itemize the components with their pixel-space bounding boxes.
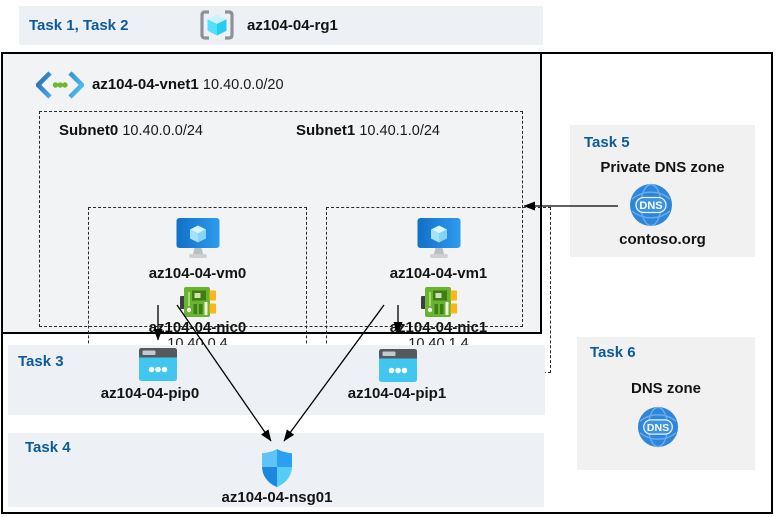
subnets-container: Subnet0 10.40.0.0/24 Subnet1 10.40.1.0/2… (39, 111, 551, 373)
task3-band: Task 3 (8, 345, 545, 415)
pip1-icon (379, 349, 417, 382)
subnet1-box: az104-04-vm1 az104-04-nic1 10.40.1.4 (326, 207, 551, 373)
pip1-name: az104-04-pip1 (347, 385, 447, 402)
task5-label: Task 5 (584, 134, 630, 151)
task-1-2-label: Task 1, Task 2 (29, 17, 129, 34)
vnet-title: az104-04-vnet1 10.40.0.0/20 (92, 76, 284, 93)
nsg-icon (262, 449, 292, 487)
private-dns-zone-icon: DNS (630, 183, 672, 227)
pip0-icon (139, 348, 177, 381)
task5-panel: Task 5 Private DNS zone DNS contoso.org (570, 125, 755, 257)
task3-label: Task 3 (18, 353, 64, 370)
nsg-name: az104-04-nsg01 (221, 489, 333, 506)
nic0-icon (179, 287, 216, 317)
vm0-name: az104-04-vm0 (148, 265, 247, 282)
subnet1-name: Subnet1 (296, 122, 356, 139)
vm0-icon (176, 218, 219, 258)
task6-panel: Task 6 DNS zone DNS (577, 337, 755, 470)
vnet-cidr: 10.40.0.0/20 (202, 77, 284, 93)
task6-label: Task 6 (590, 344, 636, 361)
subnet0-title: Subnet0 10.40.0.0/24 (59, 122, 203, 139)
vnet-icon (36, 71, 84, 99)
vnet-box: az104-04-vnet1 10.40.0.0/20 Subnet0 10.4… (1, 52, 551, 373)
dns-zone-icon-text: DNS (647, 422, 669, 434)
private-dns-zone-title: Private DNS zone (600, 159, 725, 176)
nic1-name: az104-04-nic1 (389, 319, 488, 336)
private-dns-icon-text: DNS (639, 200, 662, 212)
private-dns-zone-name: contoso.org (619, 231, 706, 248)
vm1-name: az104-04-vm1 (389, 265, 488, 282)
subnet1-title: Subnet1 10.40.1.0/24 (296, 122, 440, 139)
resource-group-icon (200, 10, 234, 40)
subnet0-cidr: 10.40.0.0/24 (122, 123, 203, 139)
dns-zone-icon: DNS (637, 406, 679, 448)
pip0-name: az104-04-pip0 (100, 385, 200, 402)
task4-label: Task 4 (25, 439, 71, 456)
nic1-icon (420, 287, 457, 317)
resource-group-name: az104-04-rg1 (247, 17, 338, 34)
subnet0-name: Subnet0 (59, 122, 119, 139)
dns-zone-title: DNS zone (630, 380, 701, 397)
vm1-icon (417, 218, 460, 258)
subnet1-cidr: 10.40.1.0/24 (359, 123, 440, 139)
resource-group-band: Task 1, Task 2 az104-04-rg1 (19, 6, 543, 45)
nic0-name: az104-04-nic0 (148, 319, 247, 336)
vnet-name: az104-04-vnet1 (92, 76, 199, 93)
